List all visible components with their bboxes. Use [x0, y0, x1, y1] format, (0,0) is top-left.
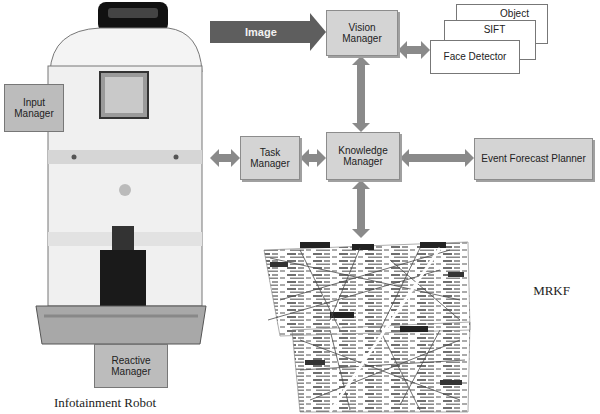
- drawing-part: [300, 250, 340, 330]
- node-text: Input Manager: [10, 97, 58, 120]
- drawing-part: [100, 72, 148, 118]
- drawing-part: [36, 306, 206, 344]
- module-box: Event Forecast Planner: [474, 138, 593, 180]
- drawing-part: [48, 150, 202, 164]
- drawing-part: [420, 242, 446, 248]
- robot-illustration: [36, 2, 206, 344]
- node-text: Reactive Manager: [100, 355, 162, 378]
- drawing-part: [352, 244, 374, 250]
- drawing-part: [270, 258, 460, 300]
- drawing-part: [400, 326, 428, 332]
- component-label-box: Input Manager: [4, 84, 64, 132]
- node-text: Object: [500, 8, 529, 20]
- drawing-part: [300, 242, 330, 248]
- drawing-part: [310, 340, 460, 400]
- drawing-part: [268, 270, 440, 320]
- drawing-part: [280, 250, 450, 300]
- double-arrow: [357, 63, 365, 125]
- double-arrow: [357, 187, 365, 231]
- module-box: Vision Manager: [326, 10, 398, 56]
- module-box: Task Manager: [240, 136, 300, 180]
- drawing-part: [264, 242, 470, 336]
- double-arrow: [307, 154, 319, 162]
- module-box: Knowledge Manager: [326, 132, 400, 180]
- drawing-part: [440, 380, 462, 385]
- component-label-box: Reactive Manager: [94, 344, 168, 388]
- drawing-part: [100, 250, 146, 308]
- node-text: Knowledge Manager: [332, 145, 394, 168]
- drawing-part: [380, 330, 420, 410]
- node-text: Event Forecast Planner: [481, 153, 586, 165]
- drawing-part: [44, 315, 198, 318]
- drawing-part: [400, 330, 440, 405]
- edge-label: Image: [243, 26, 279, 38]
- drawing-part: [72, 155, 77, 160]
- drawing-part: [119, 184, 131, 196]
- robot-figure: Infotainment Robot Input ManagerReactive …: [0, 0, 210, 414]
- double-arrow: [405, 46, 423, 54]
- drawing-part: [174, 155, 179, 160]
- node-text: MRKF: [533, 284, 570, 299]
- drawing-part: [330, 248, 440, 412]
- drawing-part: [268, 248, 465, 410]
- image-flow-arrow: [210, 21, 312, 43]
- knowledge-graph: MRKF: [262, 238, 592, 414]
- double-arrow: [407, 154, 467, 162]
- node-text: SIFT: [484, 24, 506, 36]
- node-text: Task Manager: [246, 147, 294, 170]
- mrkf-graph-image: [264, 242, 470, 412]
- node-text: Infotainment Robot: [54, 396, 156, 411]
- drawing-part: [50, 28, 202, 72]
- drawing-part: [105, 77, 143, 113]
- node-text: Face Detector: [444, 51, 507, 63]
- drawing-part: [330, 248, 360, 320]
- drawing-part: [448, 272, 464, 277]
- node-text: Vision Manager: [332, 22, 392, 45]
- drawing-part: [300, 360, 465, 370]
- detector-box: Face Detector: [430, 40, 520, 74]
- drawing-part: [108, 8, 158, 18]
- drawing-part: [305, 360, 325, 365]
- double-arrow: [217, 154, 233, 162]
- drawing-part: [270, 262, 288, 267]
- drawing-part: [300, 340, 460, 400]
